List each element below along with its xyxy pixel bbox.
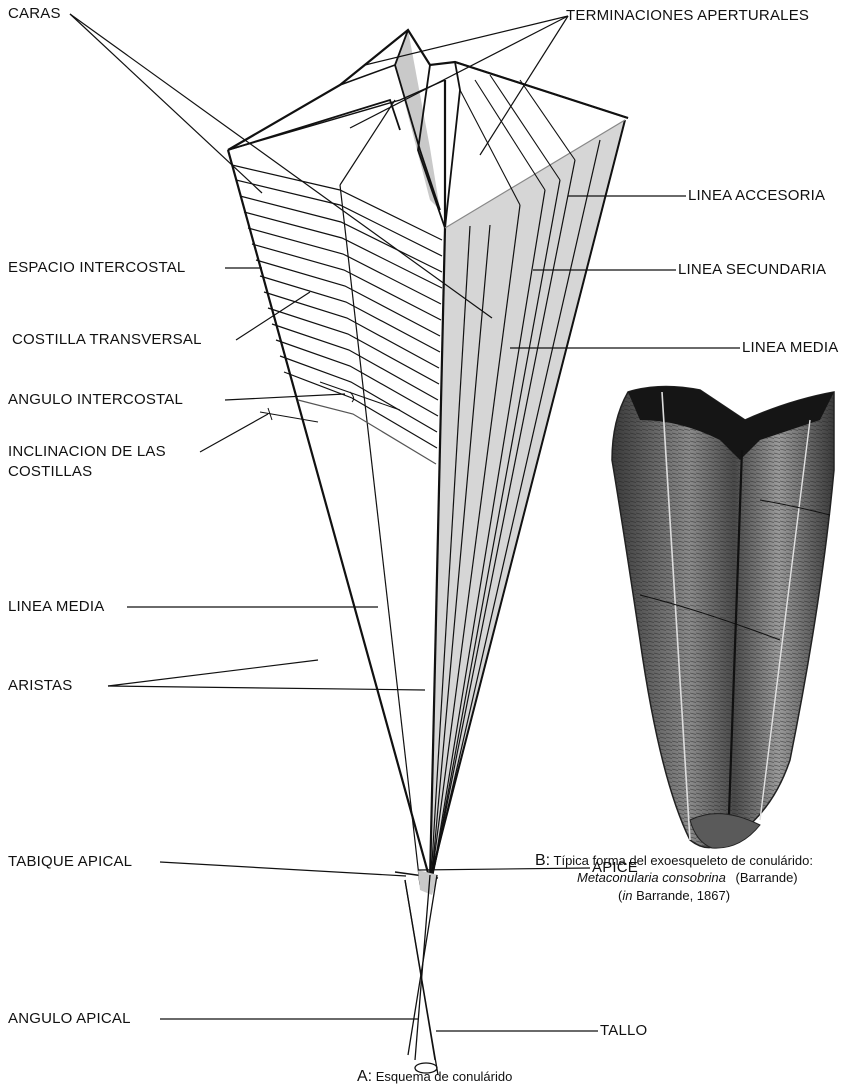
label-linea-secundaria: LINEA SECUNDARIA xyxy=(678,261,826,278)
caption-b-species: Metaconularia consobrina xyxy=(577,870,726,885)
caption-b-reference: (in Barrande, 1867) xyxy=(618,888,730,903)
caption-b-line1: Típica forma del exoesqueleto de conulár… xyxy=(554,853,813,868)
transverse-ribs xyxy=(232,165,442,464)
leader-inclinacion xyxy=(200,414,268,452)
label-tabique-apical: TABIQUE APICAL xyxy=(8,853,132,870)
caption-a-letter: A: xyxy=(357,1068,372,1085)
label-terminaciones-aperturales: TERMINACIONES APERTURALES xyxy=(566,7,809,24)
label-costilla-transversal: COSTILLA TRANSVERSAL xyxy=(12,331,202,348)
label-angulo-apical: ANGULO APICAL xyxy=(8,1010,131,1027)
caption-b-ref-in: in xyxy=(622,888,632,903)
caption-b-author: (Barrande) xyxy=(736,870,798,885)
label-linea-accesoria: LINEA ACCESORIA xyxy=(688,187,825,204)
aperture-lobe-3 xyxy=(340,65,395,85)
label-inclinacion-line1: INCLINACION DE LAS xyxy=(8,443,166,460)
leader-term-2 xyxy=(350,16,568,128)
label-tallo: TALLO xyxy=(600,1022,647,1039)
leader-caras-1 xyxy=(70,14,262,193)
label-caras: CARAS xyxy=(8,5,61,22)
caption-b-letter: B: xyxy=(535,852,550,869)
caption-b: B: Típica forma del exoesqueleto de conu… xyxy=(535,852,813,870)
caption-a-text: Esquema de conulárido xyxy=(376,1069,513,1084)
label-angulo-intercostal: ANGULO INTERCOSTAL xyxy=(8,391,183,408)
leader-tabique xyxy=(160,862,406,876)
fossil-photo-metaconularia xyxy=(612,386,834,848)
caption-b-ref-rest: Barrande, 1867) xyxy=(636,888,730,903)
caption-b-species-line: Metaconularia consobrina (Barrande) xyxy=(577,870,798,885)
label-aristas: ARISTAS xyxy=(8,677,72,694)
aperture-notch-fill xyxy=(395,30,440,210)
leader-aristas-1 xyxy=(108,660,318,686)
label-inclinacion-line2: COSTILLAS xyxy=(8,463,92,480)
label-linea-media-right: LINEA MEDIA xyxy=(742,339,838,356)
aperture-lobe-5 xyxy=(445,62,460,228)
edge-left xyxy=(228,150,430,880)
stalk xyxy=(405,875,438,1075)
label-linea-media-left: LINEA MEDIA xyxy=(8,598,104,615)
label-espacio-intercostal: ESPACIO INTERCOSTAL xyxy=(8,259,185,276)
conularid-schematic xyxy=(228,30,628,1075)
leader-term-3 xyxy=(480,16,568,155)
caption-a: A: Esquema de conulárido xyxy=(357,1068,512,1086)
leader-angulo-intercostal xyxy=(225,394,345,400)
